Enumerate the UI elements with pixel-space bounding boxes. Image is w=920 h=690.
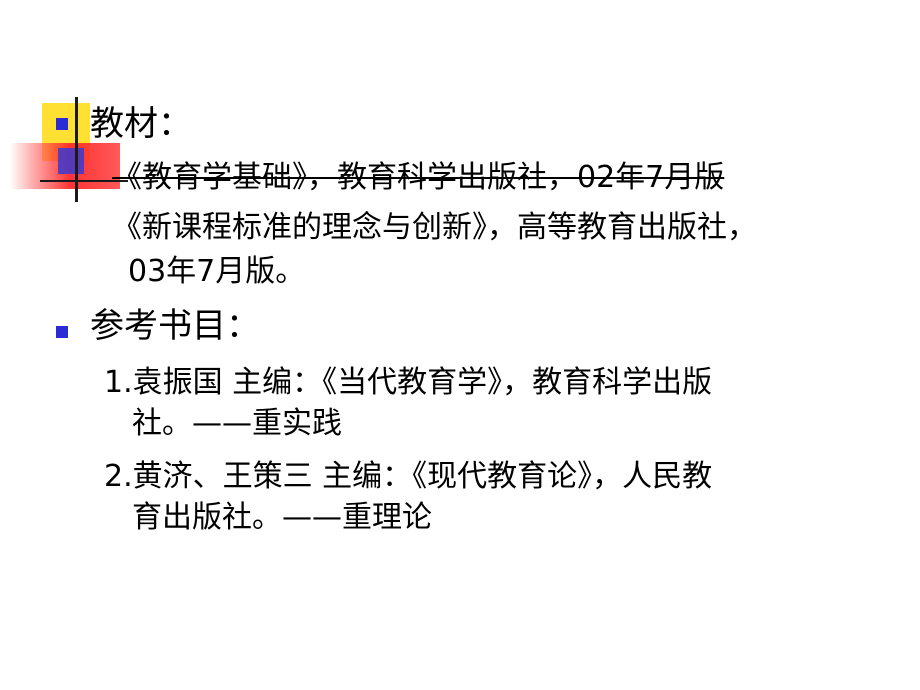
textbook-heading: 教材： bbox=[90, 104, 192, 144]
ornament-vertical-line bbox=[75, 97, 78, 202]
references-heading: 参考书目： bbox=[90, 306, 260, 346]
reference-item-1: 1.袁振国 主编：《当代教育学》，教育科学出版 bbox=[104, 365, 713, 400]
textbook-item-2: 《新课程标准的理念与创新》，高等教育出版社， bbox=[112, 210, 757, 245]
textbook-item-2-continued: 03年7月版。 bbox=[128, 254, 306, 289]
reference-item-1-continued: 社。——重实践 bbox=[132, 406, 342, 441]
square-bullet-icon bbox=[56, 326, 68, 338]
reference-item-2: 2.黄济、王策三 主编：《现代教育论》，人民教 bbox=[104, 459, 713, 494]
square-bullet-icon bbox=[56, 118, 68, 130]
textbook-item-1: 《教育学基础》，教育科学出版社，02年7月版 bbox=[112, 160, 725, 195]
reference-item-2-continued: 育出版社。——重理论 bbox=[132, 500, 432, 535]
ornament-horizontal-line bbox=[40, 180, 128, 182]
ornament-blue-square bbox=[58, 148, 84, 174]
